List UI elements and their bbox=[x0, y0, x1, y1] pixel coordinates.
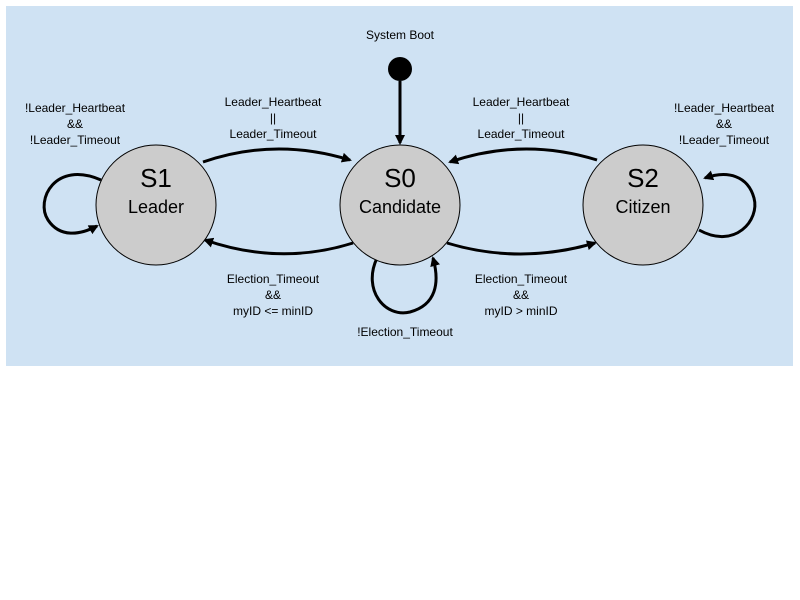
label-s1-to-s0-line3: Leader_Timeout bbox=[230, 127, 318, 141]
label-s2-to-s0: Leader_Heartbeat || Leader_Timeout bbox=[473, 95, 570, 141]
self-loop-s1 bbox=[42, 173, 102, 235]
label-s1-self-line2: && bbox=[67, 117, 83, 131]
state-s2-circle bbox=[582, 144, 704, 266]
label-s2-self-line2: && bbox=[716, 117, 732, 131]
arrow-s0-to-s1 bbox=[203, 237, 354, 256]
label-s1-to-s0-line2: || bbox=[270, 111, 276, 125]
label-s1-to-s0: Leader_Heartbeat || Leader_Timeout bbox=[225, 95, 322, 141]
state-s0-circle bbox=[339, 144, 461, 266]
label-s1-to-s0-line1: Leader_Heartbeat bbox=[225, 95, 322, 109]
self-loop-s2 bbox=[698, 170, 757, 238]
state-s1-name: Leader bbox=[128, 197, 184, 217]
state-s2-id: S2 bbox=[627, 163, 659, 193]
label-s0-to-s2-line2: && bbox=[513, 288, 529, 302]
label-s2-self: !Leader_Heartbeat && !Leader_Timeout bbox=[674, 101, 775, 147]
state-s2-name: Citizen bbox=[615, 197, 670, 217]
state-s0-id: S0 bbox=[384, 163, 416, 193]
label-s0-to-s1-line2: && bbox=[265, 288, 281, 302]
label-s2-self-line1: !Leader_Heartbeat bbox=[674, 101, 775, 115]
initial-state-dot bbox=[388, 57, 412, 81]
label-s0-to-s2: Election_Timeout && myID > minID bbox=[475, 272, 568, 318]
start-label: System Boot bbox=[366, 28, 435, 42]
label-s0-to-s1: Election_Timeout && myID <= minID bbox=[227, 272, 320, 318]
label-s0-self: !Election_Timeout bbox=[357, 325, 453, 339]
label-s2-to-s0-line1: Leader_Heartbeat bbox=[473, 95, 570, 109]
label-s2-to-s0-line3: Leader_Timeout bbox=[478, 127, 566, 141]
label-s0-to-s1-line3: myID <= minID bbox=[233, 304, 313, 318]
label-s2-to-s0-line2: || bbox=[518, 111, 524, 125]
arrow-s2-to-s0 bbox=[448, 147, 598, 165]
state-s0: S0 Candidate bbox=[339, 144, 461, 266]
self-loop-s0 bbox=[370, 256, 440, 315]
label-s0-to-s1-line1: Election_Timeout bbox=[227, 272, 320, 286]
label-s0-to-s2-line1: Election_Timeout bbox=[475, 272, 568, 286]
label-s1-self-line1: !Leader_Heartbeat bbox=[25, 101, 126, 115]
state-s1-circle bbox=[95, 144, 217, 266]
label-s0-to-s2-line3: myID > minID bbox=[484, 304, 557, 318]
label-s1-self-line3: !Leader_Timeout bbox=[30, 133, 121, 147]
state-s0-name: Candidate bbox=[359, 197, 441, 217]
label-s2-self-line3: !Leader_Timeout bbox=[679, 133, 770, 147]
state-s2: S2 Citizen bbox=[582, 144, 704, 266]
arrow-s1-to-s0 bbox=[202, 147, 352, 164]
state-s1: S1 Leader bbox=[95, 144, 217, 266]
state-s1-id: S1 bbox=[140, 163, 172, 193]
arrow-s0-to-s2 bbox=[446, 240, 597, 256]
label-s1-self: !Leader_Heartbeat && !Leader_Timeout bbox=[25, 101, 126, 147]
